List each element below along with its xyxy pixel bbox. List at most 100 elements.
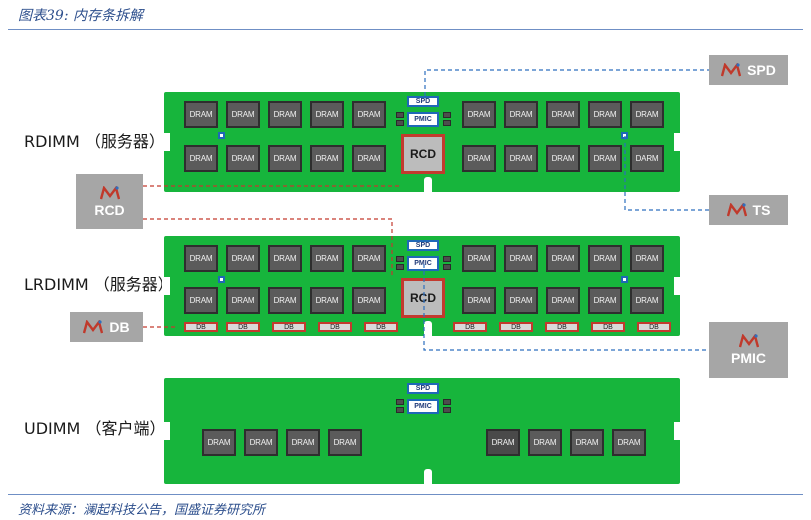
dram-chip: DRAM xyxy=(630,101,664,128)
capacitor xyxy=(443,399,451,405)
montage-logo-icon xyxy=(83,320,104,334)
dram-chip: DRAM xyxy=(310,287,344,314)
callout-pmic-label: PMIC xyxy=(731,350,766,366)
udimm-key-notch xyxy=(424,469,432,485)
capacitor xyxy=(443,407,451,413)
db-chip: DB xyxy=(226,322,260,332)
db-chip: DB xyxy=(318,322,352,332)
dram-chip: DRAM xyxy=(268,287,302,314)
rdimm-key-notch xyxy=(424,177,432,193)
capacitor xyxy=(396,120,404,126)
db-chip: DB xyxy=(499,322,533,332)
callout-rcd-label: RCD xyxy=(94,201,125,218)
callout-ts-label: TS xyxy=(752,202,771,218)
dram-chip: DRAM xyxy=(184,287,218,314)
ts-sensor xyxy=(621,132,628,139)
db-chip: DB xyxy=(272,322,306,332)
dram-chip: DRAM xyxy=(630,245,664,272)
pmic-chip: PMIC xyxy=(407,399,439,414)
ts-sensor xyxy=(218,276,225,283)
callout-spd-label: SPD xyxy=(747,62,776,78)
dram-chip: DRAM xyxy=(268,101,302,128)
capacitor xyxy=(396,256,404,262)
spd-chip: SPD xyxy=(407,240,439,251)
figure-title: 图表39: 内存条拆解 xyxy=(18,8,143,24)
dram-chip: DRAM xyxy=(588,287,622,314)
db-chip: DB xyxy=(545,322,579,332)
capacitor xyxy=(396,407,404,413)
udimm-module: SPD PMIC DRAM DRAM DRAM DRAM DRAM DRAM D… xyxy=(162,378,682,485)
ts-sensor xyxy=(218,132,225,139)
dram-chip: DRAM xyxy=(310,245,344,272)
spd-chip: SPD xyxy=(407,383,439,394)
dram-chip: DRAM xyxy=(226,145,260,172)
dram-chip: DRAM xyxy=(546,287,580,314)
rdimm-label: RDIMM （服务器） xyxy=(24,132,165,151)
dram-chip: DRAM xyxy=(462,287,496,314)
dram-chip: DRAM xyxy=(588,101,622,128)
callout-rcd: RCD xyxy=(76,174,143,229)
db-chip: DB xyxy=(453,322,487,332)
callout-spd: SPD xyxy=(709,55,788,85)
dram-chip: DRAM xyxy=(286,429,320,456)
dram-chip: DRAM xyxy=(184,145,218,172)
rcd-chip: RCD xyxy=(401,278,445,318)
lrdimm-module: DRAM DRAM DRAM DRAM DRAM DRAM DRAM DRAM … xyxy=(162,236,682,337)
callout-db-label: DB xyxy=(109,319,130,335)
dram-chip: DRAM xyxy=(184,245,218,272)
dram-chip: DRAM xyxy=(546,245,580,272)
figure-source: 资料来源：澜起科技公告，国盛证券研究所 xyxy=(18,503,266,518)
darm-chip: DARM xyxy=(630,145,664,172)
capacitor xyxy=(443,264,451,270)
top-rule xyxy=(8,29,803,30)
montage-logo-icon xyxy=(738,334,759,348)
dram-chip: DRAM xyxy=(504,101,538,128)
dram-chip: DRAM xyxy=(226,245,260,272)
dram-chip: DRAM xyxy=(226,101,260,128)
ts-sensor xyxy=(621,276,628,283)
dram-chip: DRAM xyxy=(462,145,496,172)
callout-pmic: PMIC xyxy=(709,322,788,378)
dram-chip: DRAM xyxy=(630,287,664,314)
dram-chip: DRAM xyxy=(588,145,622,172)
dram-chip: DRAM xyxy=(244,429,278,456)
db-chip: DB xyxy=(637,322,671,332)
callout-db: DB xyxy=(70,312,143,342)
dram-chip: DRAM xyxy=(486,429,520,456)
capacitor xyxy=(443,120,451,126)
dram-chip: DRAM xyxy=(504,145,538,172)
dram-chip: DRAM xyxy=(570,429,604,456)
montage-logo-icon xyxy=(99,185,120,199)
db-chip: DB xyxy=(364,322,398,332)
udimm-label: UDIMM （客户端） xyxy=(24,419,166,438)
dram-chip: DRAM xyxy=(462,101,496,128)
rdimm-module: DRAM DRAM DRAM DRAM DRAM DRAM DRAM DRAM … xyxy=(162,92,682,193)
pmic-chip: PMIC xyxy=(407,112,439,127)
db-chip: DB xyxy=(184,322,218,332)
lrdimm-key-notch xyxy=(424,321,432,337)
capacitor xyxy=(396,399,404,405)
dram-chip: DRAM xyxy=(588,245,622,272)
dram-chip: DRAM xyxy=(226,287,260,314)
dram-chip: DRAM xyxy=(328,429,362,456)
dram-chip: DRAM xyxy=(352,145,386,172)
dram-chip: DRAM xyxy=(528,429,562,456)
capacitor xyxy=(396,112,404,118)
rcd-chip: RCD xyxy=(401,134,445,174)
bottom-rule xyxy=(8,494,803,495)
spd-chip: SPD xyxy=(407,96,439,107)
dram-chip: DRAM xyxy=(546,101,580,128)
dram-chip: DRAM xyxy=(310,145,344,172)
montage-logo-icon xyxy=(726,203,747,217)
capacitor xyxy=(396,264,404,270)
dram-chip: DRAM xyxy=(202,429,236,456)
dram-chip: DRAM xyxy=(310,101,344,128)
dram-chip: DRAM xyxy=(546,145,580,172)
dram-chip: DRAM xyxy=(612,429,646,456)
dram-chip: DRAM xyxy=(184,101,218,128)
montage-logo-icon xyxy=(721,63,742,77)
capacitor xyxy=(443,112,451,118)
dram-chip: DRAM xyxy=(352,101,386,128)
dram-chip: DRAM xyxy=(352,245,386,272)
dram-chip: DRAM xyxy=(268,245,302,272)
